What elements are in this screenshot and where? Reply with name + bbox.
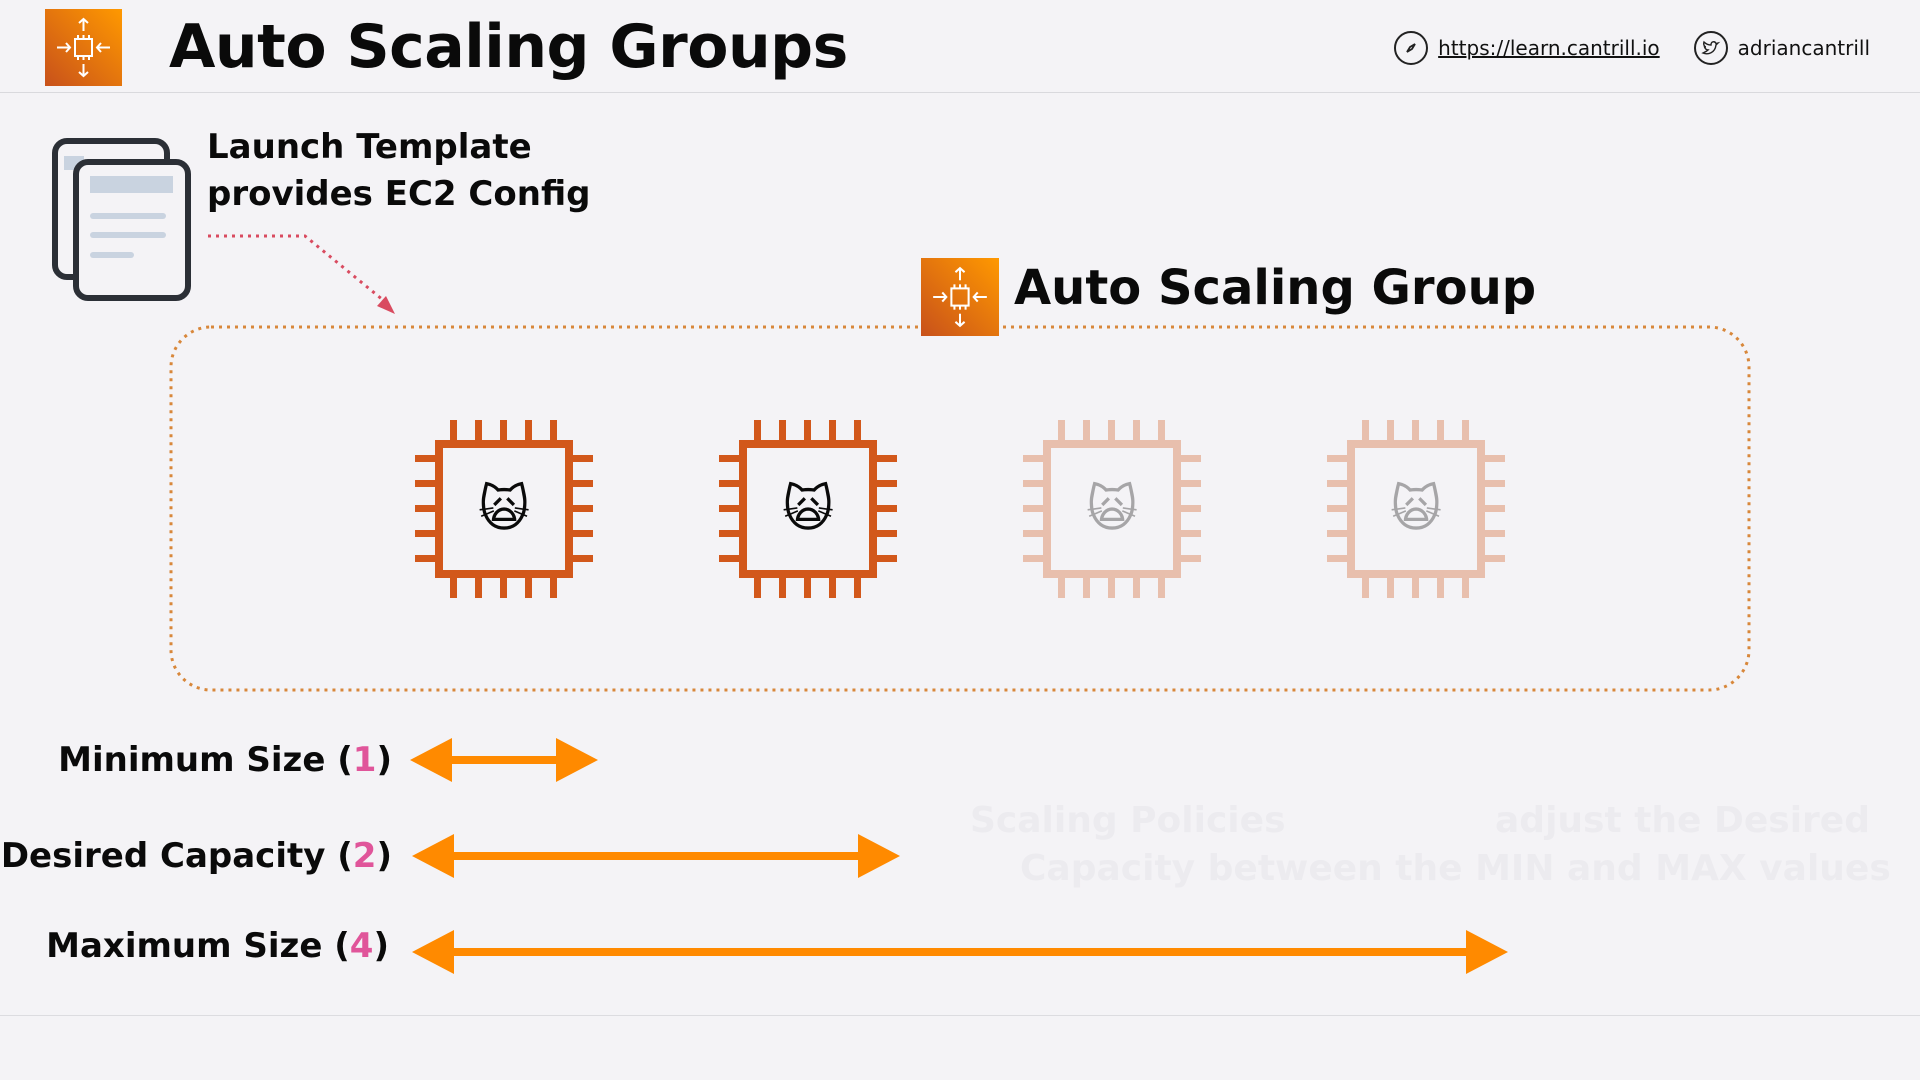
ec2-instance-3: 🙀 [1021, 418, 1203, 600]
maximum-size-text: Maximum Size [46, 926, 323, 966]
ec2-instance-2: 🙀 [717, 418, 899, 600]
twitter-icon [1693, 31, 1728, 65]
cat-emoji: 🙀 [477, 480, 531, 538]
compass-icon [1394, 31, 1429, 65]
maximum-size-label: Maximum Size (4) [46, 926, 389, 966]
desired-capacity-arrow [412, 834, 900, 878]
website-link[interactable]: https://learn.cantrill.io [1438, 36, 1660, 60]
size-arrows [410, 738, 1508, 974]
page-title: Auto Scaling Groups [169, 12, 848, 82]
auto-scaling-group-icon [921, 258, 999, 336]
launch-template-caption: Launch Template provides EC2 Config [207, 124, 590, 218]
minimum-size-label: Minimum Size (1) [58, 740, 392, 780]
auto-scaling-group-label: Auto Scaling Group [1014, 260, 1537, 316]
twitter-handle[interactable]: adriancantrill [1737, 36, 1870, 60]
desired-capacity-text: Desired Capacity [0, 836, 326, 876]
ec2-chip-icon [1327, 420, 1505, 598]
cat-emoji: 🙀 [781, 480, 835, 538]
faint-capacity-line: Capacity between the MIN and MAX values [1020, 848, 1891, 889]
desired-capacity-value: 2 [352, 836, 377, 876]
auto-scaling-icon [45, 9, 122, 86]
cat-emoji: 🙀 [1389, 480, 1443, 538]
launch-template-connector [208, 234, 384, 302]
faint-scaling-policies: Scaling Policies [970, 800, 1286, 841]
website-link-item[interactable]: https://learn.cantrill.io [1394, 31, 1660, 65]
footer-divider [0, 1015, 1920, 1016]
ec2-chip-icon [719, 420, 897, 598]
auto-scaling-group-boundary [169, 325, 1751, 692]
launch-template-title: Launch Template [207, 127, 532, 167]
document-stack-icon [52, 138, 192, 302]
minimum-size-arrow [410, 738, 598, 782]
desired-capacity-label: Desired Capacity (2) [0, 836, 392, 876]
connector-arrowhead [377, 296, 395, 314]
ec2-instance-1: 🙀 [413, 418, 595, 600]
minimum-size-value: 1 [352, 740, 377, 780]
maximum-size-arrow [412, 930, 1508, 974]
ec2-chip-icon [1023, 420, 1201, 598]
minimum-size-text: Minimum Size [58, 740, 326, 780]
header-links: https://learn.cantrill.io adriancantrill [1394, 28, 1870, 68]
maximum-size-value: 4 [349, 926, 374, 966]
cat-emoji: 🙀 [1085, 480, 1139, 538]
launch-template-subtitle: provides EC2 Config [207, 174, 591, 214]
twitter-link-item[interactable]: adriancantrill [1693, 31, 1870, 65]
faint-adjust-desired: adjust the Desired [1495, 800, 1870, 841]
header-bar: Auto Scaling Groups https://learn.cantri… [0, 0, 1920, 93]
ec2-instance-4: 🙀 [1325, 418, 1507, 600]
ec2-chip-icon [415, 420, 593, 598]
